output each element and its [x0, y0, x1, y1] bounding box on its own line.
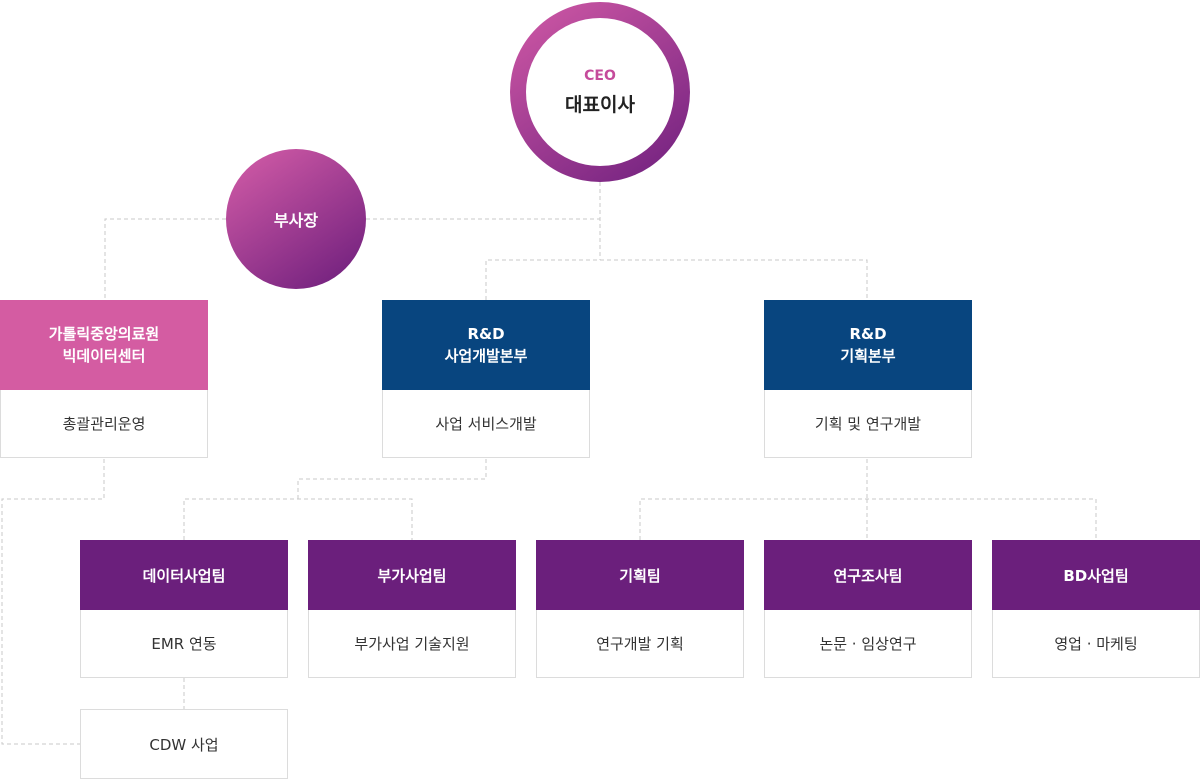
- division-header: R&D 기획본부: [764, 300, 972, 390]
- division-subtitle: 사업 서비스개발: [382, 390, 590, 458]
- division-title-line: R&D: [467, 325, 505, 343]
- team-subtitle: 영업 · 마케팅: [992, 610, 1200, 678]
- vice-president-node: 부사장: [226, 149, 366, 289]
- team-header: 기획팀: [536, 540, 744, 610]
- division-rnd-planning: R&D 기획본부 기획 및 연구개발: [764, 300, 972, 458]
- ceo-english-label: CEO: [584, 67, 616, 84]
- team-header: 데이터사업팀: [80, 540, 288, 610]
- connector-ceo-divisions: [485, 259, 868, 300]
- division-title-line: 사업개발본부: [444, 347, 528, 365]
- team-header: BD사업팀: [992, 540, 1200, 610]
- ceo-inner-circle: CEO 대표이사: [526, 18, 674, 166]
- division-rnd-business-dev: R&D 사업개발본부 사업 서비스개발: [382, 300, 590, 458]
- team-subtitle: 연구개발 기획: [536, 610, 744, 678]
- connector-planning-teams: [639, 459, 1097, 540]
- division-title-line: R&D: [849, 325, 887, 343]
- division-title-line: 가톨릭중앙의료원: [48, 325, 160, 343]
- team-research: 연구조사팀 논문 · 임상연구: [764, 540, 972, 678]
- team-header: 부가사업팀: [308, 540, 516, 610]
- team-subtitle: 논문 · 임상연구: [764, 610, 972, 678]
- division-header: 가톨릭중앙의료원 빅데이터센터: [0, 300, 208, 390]
- division-header: R&D 사업개발본부: [382, 300, 590, 390]
- division-title-line: 기획본부: [840, 347, 896, 365]
- connector-bizdev-teams: [183, 459, 487, 540]
- division-bigdata-center: 가톨릭중앙의료원 빅데이터센터 총괄관리운영: [0, 300, 208, 458]
- team-value-added-business: 부가사업팀 부가사업 기술지원: [308, 540, 516, 678]
- connector-vp-bigdata: [104, 218, 226, 300]
- connector-bigdata-cdw: [1, 459, 105, 745]
- vice-president-label: 부사장: [273, 211, 319, 230]
- team-subtitle: 부가사업 기술지원: [308, 610, 516, 678]
- division-subtitle: 총괄관리운영: [0, 390, 208, 458]
- team-header: 연구조사팀: [764, 540, 972, 610]
- team-subtitle: EMR 연동: [80, 610, 288, 678]
- division-subtitle: 기획 및 연구개발: [764, 390, 972, 458]
- cdw-business-unit: CDW 사업: [80, 709, 288, 779]
- ceo-korean-label: 대표이사: [565, 93, 635, 116]
- division-title-line: 빅데이터센터: [62, 347, 146, 365]
- team-bd-business: BD사업팀 영업 · 마케팅: [992, 540, 1200, 678]
- team-data-business: 데이터사업팀 EMR 연동: [80, 540, 288, 678]
- team-planning: 기획팀 연구개발 기획: [536, 540, 744, 678]
- ceo-node: CEO 대표이사: [510, 2, 690, 182]
